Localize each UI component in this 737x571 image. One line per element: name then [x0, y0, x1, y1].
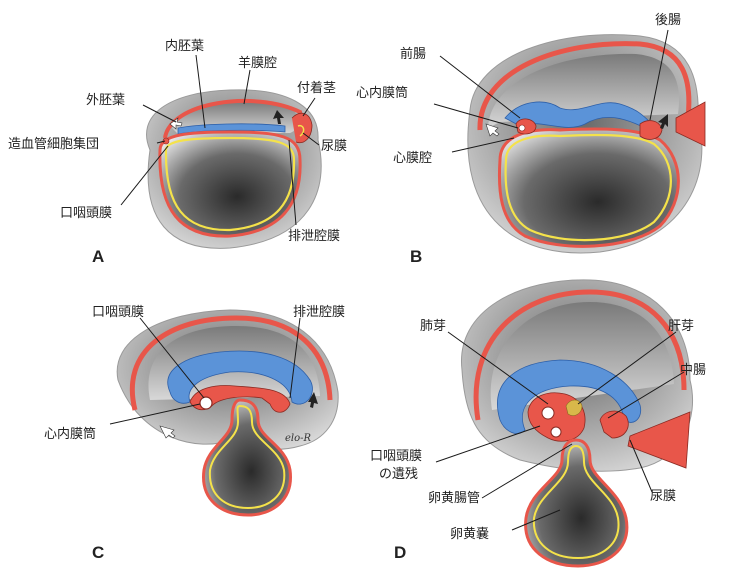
- leader-d-allantois: [629, 439, 653, 493]
- label-d-liver-bud: 肝芽: [668, 319, 694, 334]
- panel-letter-b: B: [410, 247, 422, 266]
- panel-b-fold-arrow-right: [658, 114, 668, 129]
- label-d-allantois: 尿膜: [650, 489, 676, 504]
- panel-letter-a: A: [92, 247, 104, 266]
- label-b-foregut: 前腸: [400, 46, 426, 62]
- panel-b-fold-arrow-left: [485, 123, 500, 137]
- leader-b-hindgut: [649, 29, 669, 121]
- panel-d-heart-tube-upper: [541, 406, 555, 420]
- leader-a-endoderm: [195, 54, 206, 129]
- leader-a-allantois: [302, 132, 320, 146]
- panel-c-amnion-wall: [129, 315, 333, 411]
- label-a-cloacal: 排泄腔膜: [288, 229, 340, 244]
- leader-c-buccopharyngeal: [139, 317, 205, 399]
- panel-b-endoderm-lining: [504, 133, 672, 242]
- panel-b-foregut: [515, 118, 537, 135]
- panel-a-allantois-tube: [297, 124, 305, 137]
- leader-a-ectoderm: [142, 104, 177, 123]
- panel-a-connecting-stalk: [291, 112, 313, 144]
- label-c-buccopharyngeal: 口咽頭膜: [92, 305, 144, 320]
- label-d-lung-bud: 肺芽: [420, 319, 446, 334]
- leader-d-liver-bud: [577, 331, 677, 405]
- leader-d-yolk-sac: [511, 509, 561, 531]
- panel-d-yolk-sac: [524, 438, 629, 568]
- panel-d-heart-tube-lower: [550, 426, 562, 438]
- panel-d-hindgut: [599, 410, 629, 439]
- leader-d-vitelline: [481, 443, 573, 499]
- panel-a: 内胚葉 羊膜腔 外胚葉 付着茎 造血管細胞集団 尿膜 口咽頭膜 排泄腔膜 A: [8, 38, 347, 266]
- panel-c-yolk-lining: [208, 404, 286, 510]
- leader-d-midgut: [607, 371, 685, 419]
- panel-c-fold-arrow-right: [308, 392, 318, 408]
- panel-a-endoderm-lining: [164, 136, 296, 232]
- label-c-heart-tube: 心内膜筒: [44, 426, 96, 442]
- leader-d-lung-bud: [447, 331, 549, 405]
- panel-d: 肺芽 肝芽 中腸 口咽頭膜 の遺残 卵黄腸管 尿膜 卵黄嚢 D: [370, 279, 706, 568]
- panel-c: 口咽頭膜 排泄腔膜 心内膜筒 elo-R C: [44, 305, 345, 562]
- panel-b: 前腸 後腸 心内膜筒 心膜腔 B: [356, 13, 706, 266]
- panel-a-fold-arrow-left: [169, 117, 183, 130]
- panel-d-yolk-lining: [532, 444, 620, 560]
- panel-letter-d: D: [394, 543, 406, 562]
- label-d-buccopharyngeal-line2: の遺残: [379, 467, 418, 482]
- panel-d-connecting-stalk: [627, 411, 691, 469]
- label-a-connecting-stalk: 付着茎: [297, 80, 336, 96]
- panel-b-connecting-stalk: [675, 101, 706, 147]
- panel-b-ectoderm-plate: [504, 101, 651, 129]
- panel-c-yolk-sac: [202, 398, 292, 517]
- leader-a-angiogenic-cluster: [156, 140, 166, 144]
- label-a-ectoderm: 外胚葉: [86, 93, 125, 108]
- label-d-midgut: 中腸: [680, 363, 706, 378]
- label-b-heart-tube: 心内膜筒: [356, 85, 408, 101]
- panel-letter-c: C: [92, 543, 104, 562]
- leader-b-pericardial: [451, 137, 515, 153]
- leader-c-cloacal: [289, 317, 301, 399]
- leader-b-foregut: [439, 55, 521, 119]
- leader-d-buccopharyngeal: [435, 425, 541, 463]
- panel-b-amnion-wall: [477, 41, 692, 131]
- label-a-amniotic-cavity: 羊膜腔: [238, 55, 277, 71]
- panel-b-heart-tube: [518, 124, 526, 132]
- label-c-cloacal: 排泄腔膜: [293, 305, 345, 320]
- leader-a-amniotic-cavity: [243, 69, 251, 105]
- label-b-pericardial: 心膜腔: [393, 151, 432, 166]
- panel-a-fold-arrow-right: [273, 110, 284, 124]
- leader-a-cloacal: [288, 139, 297, 226]
- label-a-angiogenic-cluster: 造血管細胞集団: [8, 136, 99, 152]
- label-d-vitelline: 卵黄腸管: [428, 491, 480, 506]
- label-a-allantois: 尿膜: [321, 139, 347, 154]
- label-b-hindgut: 後腸: [655, 13, 681, 28]
- label-d-yolk-sac: 卵黄嚢: [450, 526, 489, 542]
- panel-b-yolk-sac: [497, 127, 680, 248]
- label-a-buccopharyngeal: 口咽頭膜: [60, 206, 112, 221]
- panel-c-gut-tube: [189, 385, 291, 413]
- panel-a-yolk-sac: [158, 130, 302, 238]
- label-a-endoderm: 内胚葉: [165, 38, 204, 54]
- leader-a-connecting-stalk: [302, 97, 316, 117]
- artist-signature: elo-R: [285, 433, 312, 444]
- label-d-buccopharyngeal-line1: 口咽頭膜: [370, 449, 422, 464]
- panel-c-heart-tube: [199, 396, 213, 410]
- panel-b-hindgut: [639, 120, 663, 140]
- leader-c-heart-tube: [109, 403, 201, 425]
- panel-c-ectoderm-plate: [167, 350, 313, 405]
- panel-c-fold-arrow-left: [159, 425, 176, 439]
- leader-a-buccopharyngeal: [120, 145, 169, 206]
- leader-b-heart-tube: [433, 103, 519, 129]
